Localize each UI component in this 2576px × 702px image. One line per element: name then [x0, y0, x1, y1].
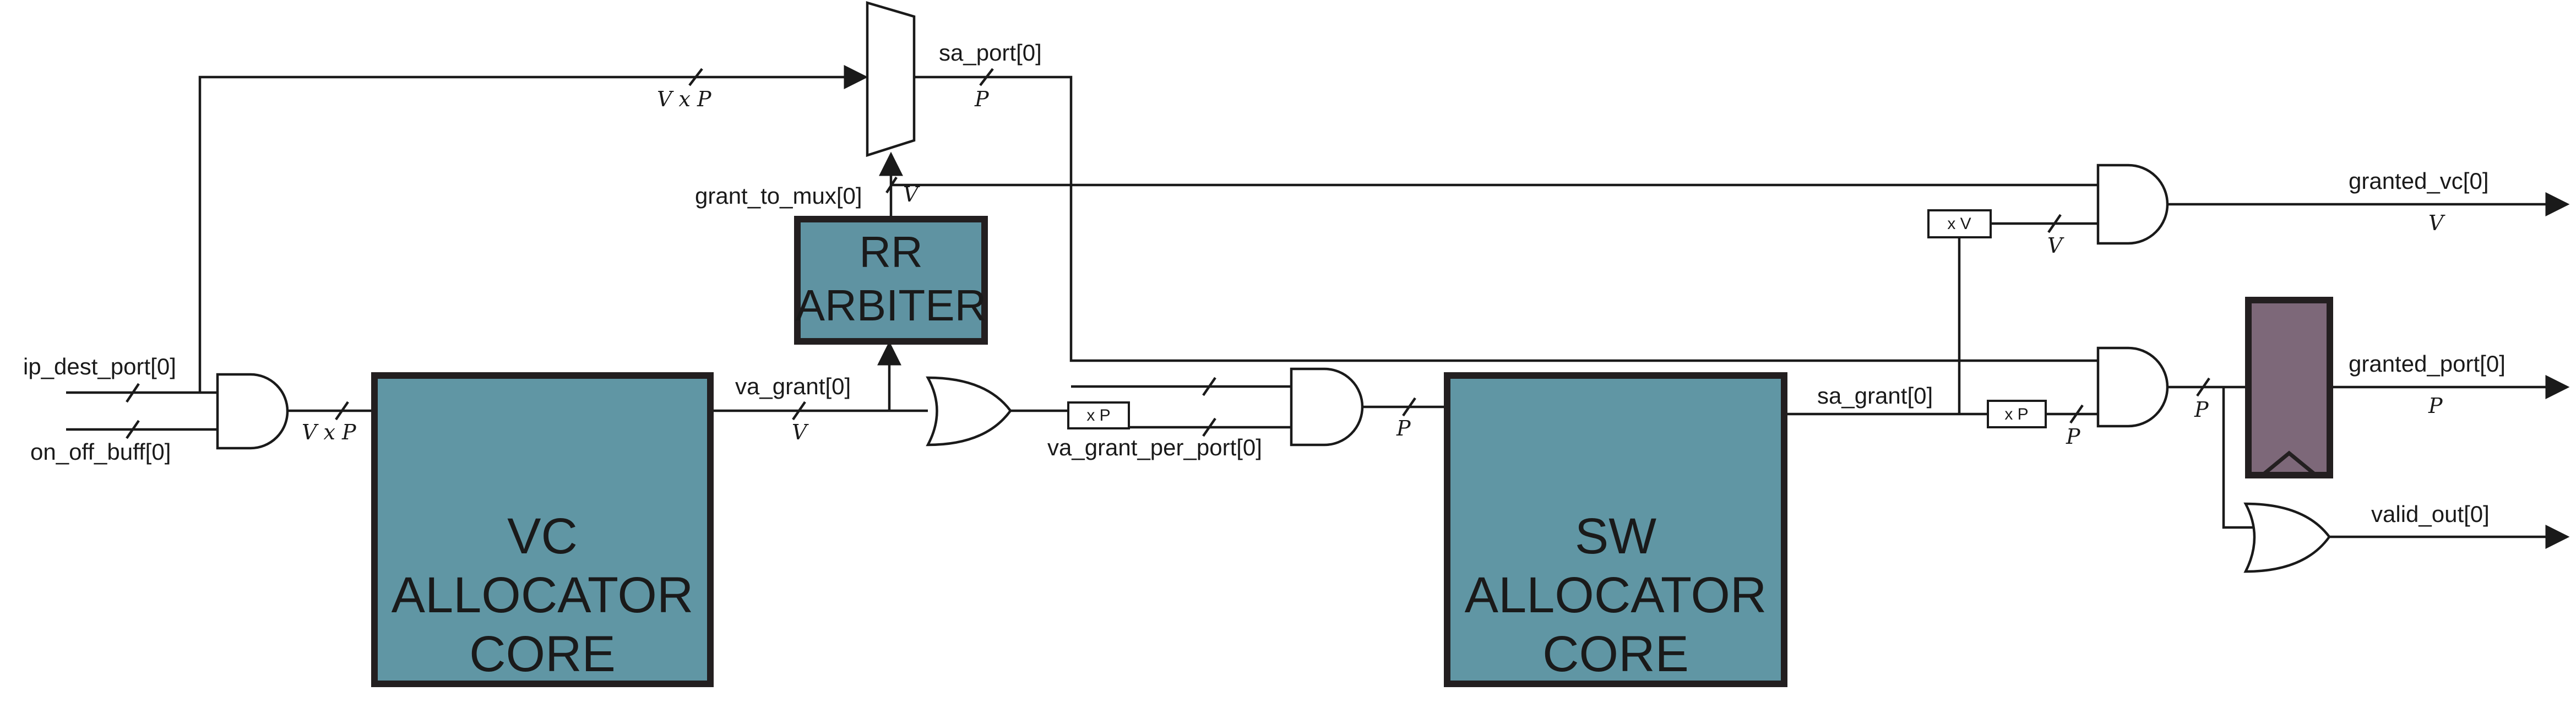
width-xv-out: V: [2047, 233, 2064, 258]
sw-allocator-core: [1444, 372, 1787, 687]
vc-allocator-line-2: ALLOCATOR: [392, 567, 694, 623]
wire-to-mux-input: [198, 65, 868, 393]
vc-allocator-line-1: VC: [507, 508, 578, 564]
slash-sa-port: [979, 68, 994, 86]
wire-to-valid-or: [2222, 387, 2253, 529]
slash-xp-right-out: [2069, 404, 2084, 424]
label-grant-to-mux: grant_to_mux[0]: [695, 183, 862, 209]
width-vxp-top: V x P: [657, 87, 712, 111]
width-grant-to-mux: V: [903, 182, 920, 206]
register-clock-triangle: [2263, 450, 2316, 475]
replicator-xv-label: x V: [1947, 215, 1971, 233]
replicator-xp-left-label: x P: [1086, 406, 1110, 425]
replicator-xv: [1927, 209, 1992, 238]
rr-arbiter-line-1: RR: [859, 227, 923, 276]
sw-allocator-line-3: CORE: [1542, 626, 1689, 682]
width-into-sw: P: [1396, 416, 1411, 440]
replicator-xp-left: [1067, 401, 1130, 429]
slash-on-off: [126, 420, 140, 439]
label-ip-dest-port: ip_dest_port[0]: [23, 353, 176, 379]
or-gate-va-grant: [926, 376, 1012, 447]
rr-arbiter-line-2: ARBITER: [796, 281, 987, 330]
and-gate-granted-port: [2096, 346, 2169, 428]
slash-and-upper: [1202, 377, 1216, 396]
rr-arbiter: [794, 216, 988, 345]
replicator-xp-right-label: x P: [2004, 405, 2028, 423]
output-register: [2245, 297, 2333, 478]
slash-vxp-top: [688, 68, 703, 86]
and-gate-input: [216, 373, 289, 450]
replicator-xp-right: [1987, 400, 2047, 428]
label-sa-port: sa_port[0]: [939, 40, 1042, 66]
vc-allocator-core: [371, 372, 714, 687]
width-granted-port: P: [2428, 394, 2443, 418]
and-gate-granted-vc: [2096, 164, 2169, 245]
sw-allocator-line-1: SW: [1575, 508, 1656, 564]
vc-allocator-line-3: CORE: [469, 626, 616, 682]
label-va-grant: va_grant[0]: [735, 373, 851, 399]
label-granted-port: granted_port[0]: [2349, 351, 2506, 377]
bus-slashes: [126, 68, 2210, 439]
slash-xv-out: [2047, 214, 2062, 233]
width-sa-port: P: [974, 87, 990, 111]
slash-into-reg: [2196, 377, 2210, 397]
slash-and-out: [335, 401, 349, 421]
and-gate-per-port: [1290, 367, 1364, 447]
width-and-in-vxp: V x P: [302, 420, 357, 444]
label-granted-vc: granted_vc[0]: [2349, 168, 2489, 194]
slash-va-grant: [792, 401, 806, 421]
or-gate-valid: [2243, 502, 2331, 573]
slash-grant-to-mux: [885, 176, 898, 194]
label-valid-out: valid_out[0]: [2371, 501, 2490, 527]
width-sa-grant-xp: P: [2066, 425, 2081, 449]
width-granted-vc: V: [2428, 211, 2445, 235]
label-on-off-buff: on_off_buff[0]: [30, 439, 171, 465]
width-va-grant: V: [792, 420, 809, 444]
width-into-reg: P: [2194, 398, 2209, 422]
mux: [866, 1, 916, 157]
wires: [66, 65, 2570, 549]
slash-ip-dest: [126, 383, 140, 403]
slash-into-sw: [1402, 397, 1416, 417]
label-va-grant-per-port: va_grant_per_port[0]: [1047, 434, 1262, 460]
wire-sa-port: [914, 75, 2098, 362]
label-sa-grant: sa_grant[0]: [1817, 383, 1933, 409]
sw-allocator-line-2: ALLOCATOR: [1465, 567, 1767, 623]
slash-xp-out: [1202, 417, 1216, 437]
